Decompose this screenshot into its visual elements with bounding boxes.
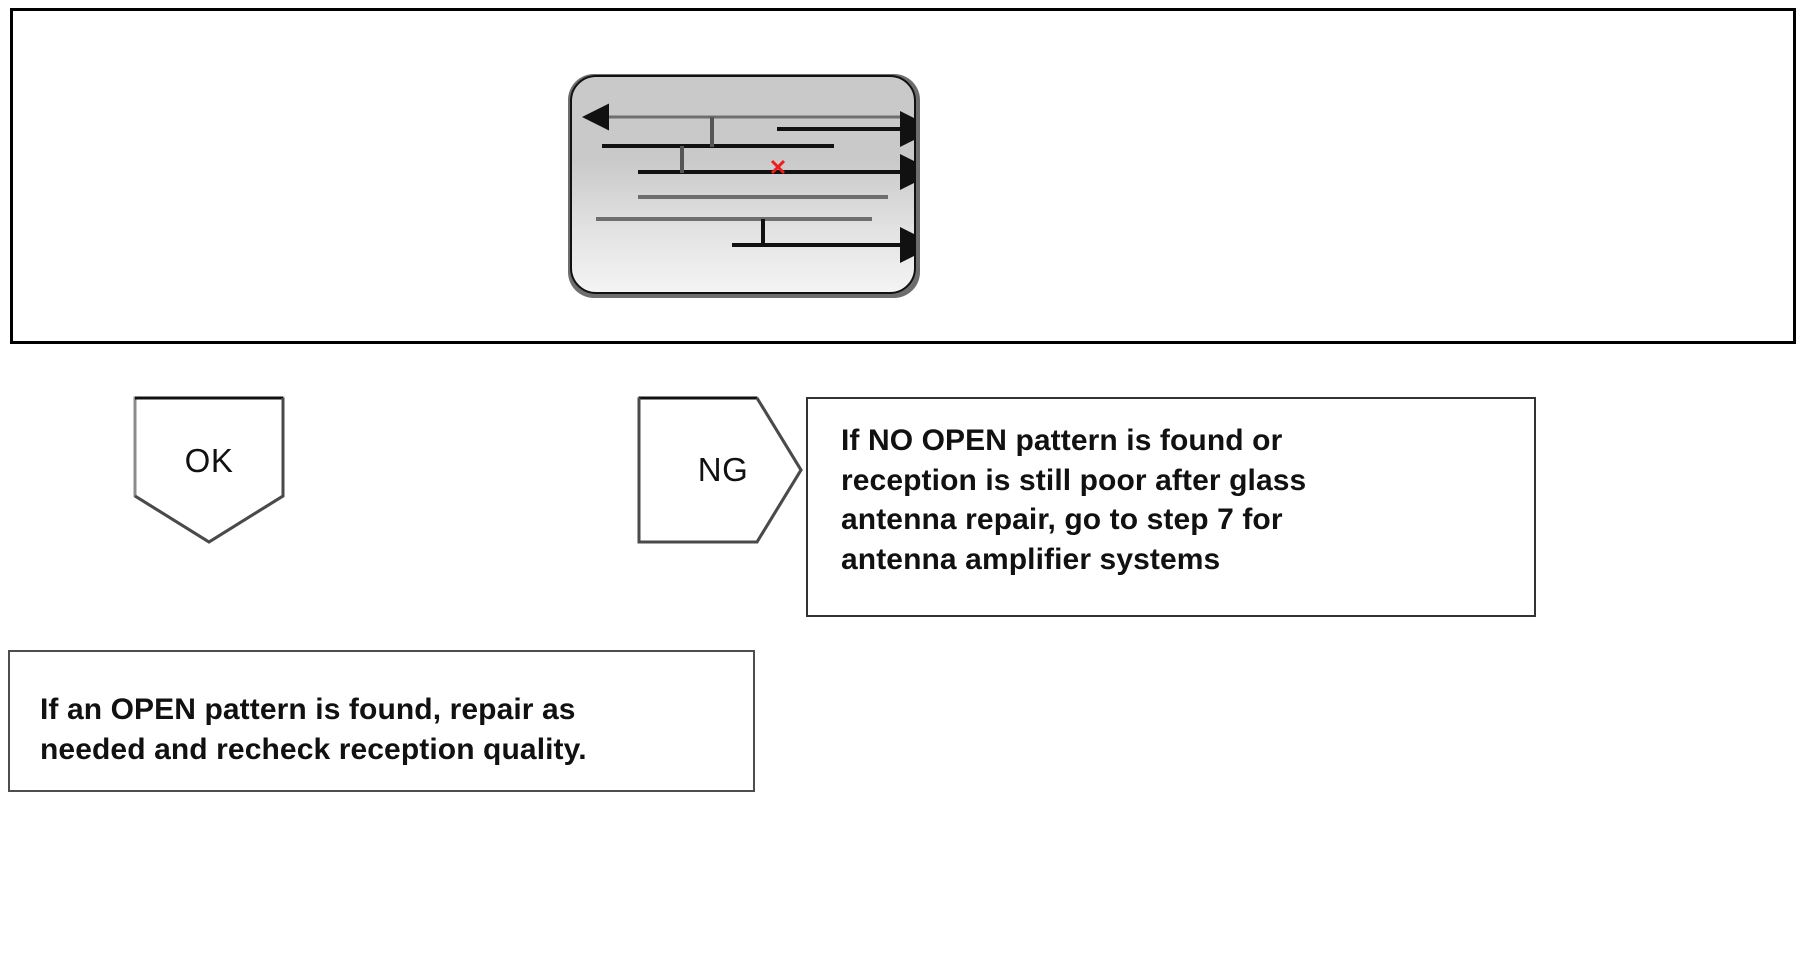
- pentagon-ng-shape: [637, 396, 803, 544]
- pentagon-ok-shape: [133, 396, 285, 544]
- conductor-pattern-svg: [582, 103, 914, 263]
- ok-note-box: If an OPEN pattern is found, repair as n…: [8, 650, 755, 792]
- decision-ng-label: NG: [697, 451, 749, 488]
- decision-ok[interactable]: OK: [133, 396, 285, 544]
- glass-antenna-figure: [558, 66, 920, 298]
- ng-note-line-4: antenna amplifier systems: [841, 542, 1221, 576]
- ng-note-line-1: If NO OPEN pattern is found or: [841, 424, 1283, 457]
- illustration-panel: [10, 8, 1796, 344]
- decision-ng[interactable]: NG: [637, 396, 803, 544]
- ng-note-line-2: reception is still poor after glass: [841, 463, 1307, 497]
- ok-note-line-1: If an OPEN pattern is found, repair as: [40, 693, 576, 726]
- open-point-marker-icon: [770, 159, 786, 175]
- rear-glass-body: [570, 75, 916, 294]
- ng-note-line-3: antenna repair, go to step 7 for: [841, 503, 1283, 537]
- decision-ok-label: OK: [184, 442, 234, 479]
- ng-note-box: If NO OPEN pattern is found or reception…: [806, 397, 1536, 617]
- ok-note-line-2: needed and recheck reception quality.: [40, 732, 587, 766]
